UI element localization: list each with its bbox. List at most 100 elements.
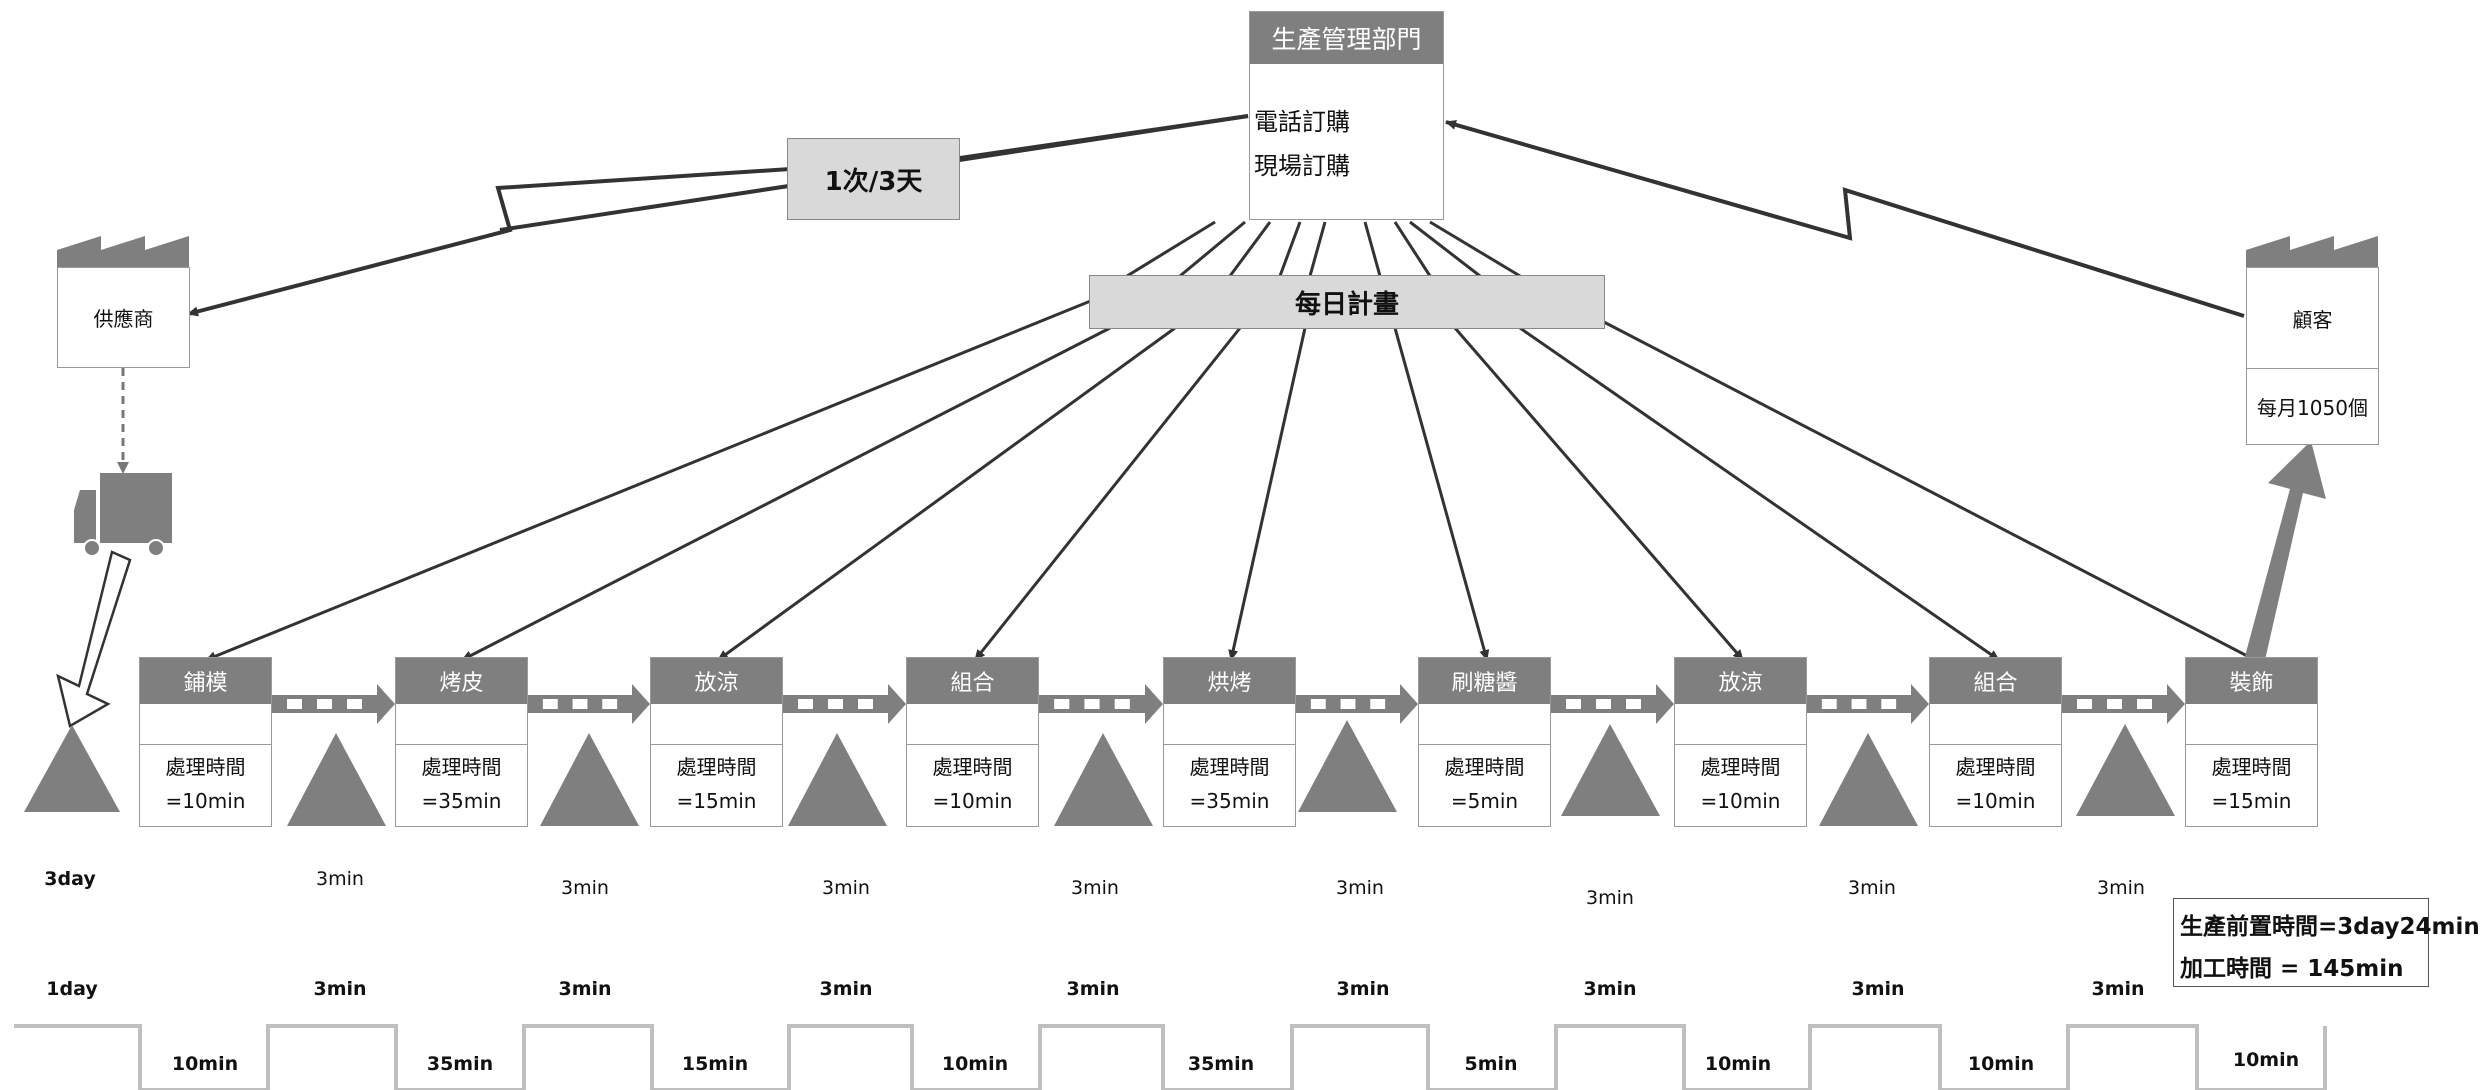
push-arrow-to-inventory [56,550,132,728]
customer-name: 顧客 [2292,307,2333,332]
process-time: 加工時間 = 145min [2180,956,2404,982]
inventory-triangle-raw [24,725,120,812]
supplier-factory-roof [57,236,189,268]
inventory-triangle [540,733,639,826]
process-time-label: 處理時間 [1955,755,2036,779]
process-name: 裝飾 [2186,658,2317,704]
timeline-wait: 3min [558,978,612,1000]
process-time: =10min [1700,789,1781,813]
timeline-process: 10min [941,1053,1009,1075]
timeline-process: 5min [1464,1053,1518,1075]
daily-schedule-plate: 每日計畫 [1089,275,1605,329]
process-time: =10min [1955,789,2036,813]
timeline-wait: 3min [2091,978,2145,1000]
inventory-triangle [788,733,887,826]
process-time: =10min [165,789,246,813]
order-frequency-plate: 1次/3天 [787,138,960,220]
production-control-title: 生產管理部門 [1250,12,1443,64]
timeline-wait: 3min [1851,978,1905,1000]
process-time-label: 處理時間 [2211,755,2292,779]
process-time-label: 處理時間 [932,755,1013,779]
inventory-triangles [24,720,2175,826]
supplier-box: 供應商 [57,267,190,368]
process-box: 刷糖醬處理時間 =5min [1418,657,1551,827]
inventory-triangle [2076,724,2175,816]
lead-time: 生產前置時間=3day24min [2180,914,2480,940]
timeline-wait: 3min [819,978,873,1000]
inventory-triangle [1819,733,1918,826]
truck-icon [74,473,172,557]
process-time-label: 處理時間 [1444,755,1525,779]
push-arrow [1296,684,1418,724]
timeline-process: 35min [1187,1053,1255,1075]
timeline-wait: 3min [313,978,367,1000]
diagram-canvas [14,114,2378,1090]
process-box: 裝飾處理時間 =15min [2185,657,2318,827]
inventory-label: 3day [44,868,96,890]
timeline-process: 10min [1704,1053,1772,1075]
supplier-name: 供應商 [93,307,154,331]
customer-demand: 每月1050個 [2257,395,2368,420]
inventory-triangle [1054,733,1153,826]
process-time: =35min [1189,789,1270,813]
inventory-label: 3min [1586,887,1634,909]
timeline-process: 15min [681,1053,749,1075]
push-arrow [272,684,395,724]
process-box: 組合處理時間 =10min [1929,657,2062,827]
info-flow-from-customer [1445,119,2245,318]
process-name: 刷糖醬 [1419,658,1550,704]
control-to-schedule-lines [1126,220,1521,278]
inventory-label: 3min [1071,877,1119,899]
order-method-onsite: 現場訂購 [1254,152,1350,180]
timeline-process: 10min [1967,1053,2035,1075]
process-box: 鋪模處理時間 =10min [139,657,272,827]
inventory-label: 3min [561,877,609,899]
process-time: =15min [676,789,757,813]
timeline-wait: 3min [1336,978,1390,1000]
info-flow-to-supplier-line [187,114,1249,317]
process-box: 烤皮處理時間 =35min [395,657,528,827]
timeline-wait: 1day [46,978,98,1000]
process-box: 放涼處理時間=10min [1674,657,1807,827]
push-arrow [528,684,650,724]
process-time-label: 處理時間 [421,755,502,779]
production-control-box: 生產管理部門 電話訂購 現場訂購 [1249,11,1444,220]
customer-factory-roof [2246,236,2378,268]
push-arrow [1039,684,1163,724]
process-time-label: 處理時間 [165,755,246,779]
shipment-arrow-to-customer [2244,441,2326,660]
process-box: 放涼處理時間 =15min [650,657,783,827]
process-name: 組合 [907,658,1038,704]
timeline-wait: 3min [1066,978,1120,1000]
push-arrows [272,684,2185,724]
process-name: 烤皮 [396,658,527,704]
process-box: 組合處理時間 =10min [906,657,1039,827]
process-time: =5min [1450,789,1519,813]
process-time: =15min [2211,789,2292,813]
inventory-triangle [1298,720,1397,812]
push-arrow [783,684,906,724]
timeline-process: 10min [171,1053,239,1075]
process-name: 放涼 [1675,658,1806,704]
timeline-process: 35min [426,1053,494,1075]
inventory-label: 3min [1336,877,1384,899]
push-arrow [1551,684,1674,724]
inventory-label: 3min [1848,877,1896,899]
process-name: 組合 [1930,658,2061,704]
process-name: 放涼 [651,658,782,704]
summary-box: 生產前置時間=3day24min 加工時間 = 145min [2173,898,2480,987]
schedule-to-process-arrows [205,298,2256,662]
process-box: 烘烤處理時間=35min [1163,657,1296,827]
inventory-triangle [287,733,386,826]
timeline-wait: 3min [1583,978,1637,1000]
process-name: 鋪模 [140,658,271,704]
process-time: =35min [421,789,502,813]
inventory-label: 3min [316,868,364,890]
timeline-process: 10min [2232,1049,2300,1071]
process-time-label: 處理時間 [676,755,757,779]
customer-box: 顧客 每月1050個 [2246,267,2379,445]
inventory-label: 3min [822,877,870,899]
inventory-label: 3min [2097,877,2145,899]
process-time-label: 處理時間 [1189,755,1270,779]
process-time: =10min [932,789,1013,813]
